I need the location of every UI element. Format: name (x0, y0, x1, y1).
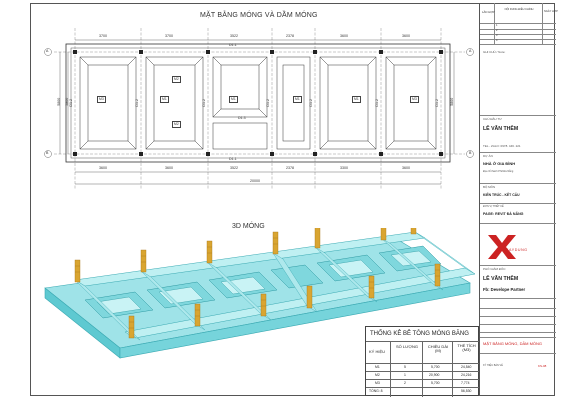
top-dim-4: 2378 (286, 34, 294, 38)
grid-bubbles (44, 48, 474, 158)
bottom-dim-4: 2378 (286, 166, 294, 170)
schedule-total-value: 56,530 (461, 389, 472, 393)
director-label: PHÓ GIÁM ĐỐC (483, 267, 506, 271)
schedule-header-volume: THỂ TÍCH (M3) (457, 343, 476, 352)
table-row-m2-code: M2 (375, 373, 380, 377)
grid-bubble-a-left: A (46, 49, 49, 53)
pad-label-m1-c: M1 (293, 96, 302, 103)
project-address: Địa chỉ thành Phố Đà Nẵng (483, 170, 514, 173)
concrete-schedule-table: THỐNG KÊ BÊ TÔNG MÓNG BĂNG KÝ HIỆU SỐ LƯ… (365, 326, 480, 397)
director-name: LÊ VĂN THÊM (483, 276, 519, 282)
footing-bays (79, 56, 437, 150)
scope-label: BỘ MÔN (483, 185, 496, 189)
table-row-m1-qty: 5 (404, 365, 406, 369)
right-dim: 5800 (450, 97, 455, 106)
table-row-m2-volume: 24,216 (461, 373, 472, 377)
schedule-header-qty: SỐ LƯỢNG (396, 344, 418, 349)
bottom-dim-2: 3600 (165, 166, 173, 170)
top-dim-6: 3600 (402, 34, 410, 38)
note-label: GHI CHÚ / Note: (483, 50, 506, 54)
beam-label-v7: D1.2 (435, 99, 439, 107)
sheet-code-label: KÝ HIỆU BẢN VẼ (483, 364, 503, 367)
rebar-starters (74, 228, 441, 339)
pad-label-m2-top: M2 (172, 76, 181, 83)
beam-label-top: D1.1 (229, 43, 237, 47)
bottom-dim-6: 3600 (402, 166, 410, 170)
table-row-m1-code: M1 (375, 365, 380, 369)
table-row-m1-length: 5,700 (431, 365, 440, 369)
top-dim-2: 3700 (165, 34, 173, 38)
rev-row-2: 2 (496, 29, 498, 32)
pad-label-m2-bottom: M2 (172, 121, 181, 128)
table-row-m1-volume: 24,540 (461, 365, 472, 369)
pad-label-m3-left: M3 (97, 96, 106, 103)
schedule-total-label: TỔNG: 8 (369, 389, 383, 393)
project-name: NHÀ Ở GIA ĐÌNH (483, 161, 516, 166)
table-row-m3-code: M3 (375, 381, 380, 385)
table-row-m2-qty: 1 (404, 373, 406, 377)
beam-label-v6: D1.2 (375, 99, 379, 107)
schedule-title: THỐNG KÊ BÊ TÔNG MÓNG BĂNG (370, 331, 469, 337)
scope-value: KIẾN TRÚC - KẾT CẤU (483, 193, 520, 197)
top-dim-1: 3700 (99, 34, 107, 38)
beam-label-v4: D1.2 (266, 99, 270, 107)
pad-label-m1-b: M1 (229, 96, 238, 103)
rev-row-4: 4 (496, 39, 498, 42)
grid-bubble-b-left: B (46, 151, 49, 155)
page-label: PAGE: REVIT ĐÀ NẴNG (483, 212, 524, 216)
table-row-m2-length: 20,900 (429, 373, 440, 377)
top-dim-3: 3522 (230, 34, 238, 38)
grid-lines (54, 28, 465, 190)
table-row-m3-qty: 2 (404, 381, 406, 385)
bottom-dim-3: 3522 (230, 166, 238, 170)
beam-label-v2: D1.2 (135, 99, 139, 107)
sheet-title: MẶT BẰNG MÓNG, DẦM MÓNG (483, 341, 543, 346)
grid-bubble-b-right: B (469, 151, 472, 155)
bottom-dim-1: 3600 (99, 166, 107, 170)
rev-row-1: 1 (496, 23, 498, 27)
pad-label-m1-a: M1 (160, 96, 169, 103)
rev-header-no: LẦN HỢP (482, 10, 495, 14)
iso-title: 3D MÓNG (232, 223, 265, 230)
beam-label-bottom: D1.1 (229, 157, 237, 161)
pad-label-m3-right: M3 (410, 96, 419, 103)
director-facebook: Fb: Develope Partner (483, 287, 526, 292)
plan-title: MẶT BẰNG MÓNG VÀ DẦM MÓNG (200, 12, 318, 19)
beam-label-d13: D1.3 (238, 116, 246, 120)
schedule-header-length: CHIỀU DÀI (M) (427, 344, 449, 353)
pad-label-m1-d: M1 (352, 96, 361, 103)
owner-name: LÊ VĂN THÊM (483, 126, 519, 132)
top-dim-5: 3600 (340, 34, 348, 38)
sheet-frame (30, 3, 555, 396)
rev-header-date: NGÀY HỢP (544, 10, 558, 13)
beam-label-v3: D1.2 (202, 99, 206, 107)
dimension-lines (59, 39, 455, 185)
rev-header-content: NỘI DUNG ĐIỀU CHỈNH (504, 8, 534, 11)
xaydung-logo (488, 235, 516, 259)
logo-text: XAYDUNG (506, 248, 528, 252)
total-dim: 20000 (250, 179, 260, 183)
left-dim-1: 5800 (57, 97, 62, 106)
owner-label: CHỦ ĐẦU TƯ (483, 117, 502, 121)
table-row-m3-length: 5,700 (431, 381, 440, 385)
project-label: DỰ ÁN (483, 154, 493, 158)
foundation-plan-drawing (44, 28, 474, 190)
table-row-m3-volume: 7,774 (461, 381, 470, 385)
grid-bubble-a-right: A (469, 49, 472, 53)
beam-label-v5: D1.2 (309, 99, 313, 107)
foundation-3d-view (44, 228, 475, 359)
bottom-dim-5: 3300 (340, 166, 348, 170)
sheet-number: KS-08 (538, 364, 547, 368)
owner-contact: TEL - ZALO: 0978. 446. 221 (483, 144, 521, 148)
beam-label-v1: D1.2 (69, 99, 73, 107)
column-marks (73, 50, 443, 156)
schedule-header-code: KÝ HIỆU (369, 349, 386, 354)
title-block: LẦN HỢP NỘI DUNG ĐIỀU CHỈNH NGÀY HỢP 1 2… (479, 3, 558, 396)
company-label: ĐƠN VỊ THIẾT KẾ (483, 205, 504, 208)
rev-row-3: 3 (496, 34, 498, 37)
